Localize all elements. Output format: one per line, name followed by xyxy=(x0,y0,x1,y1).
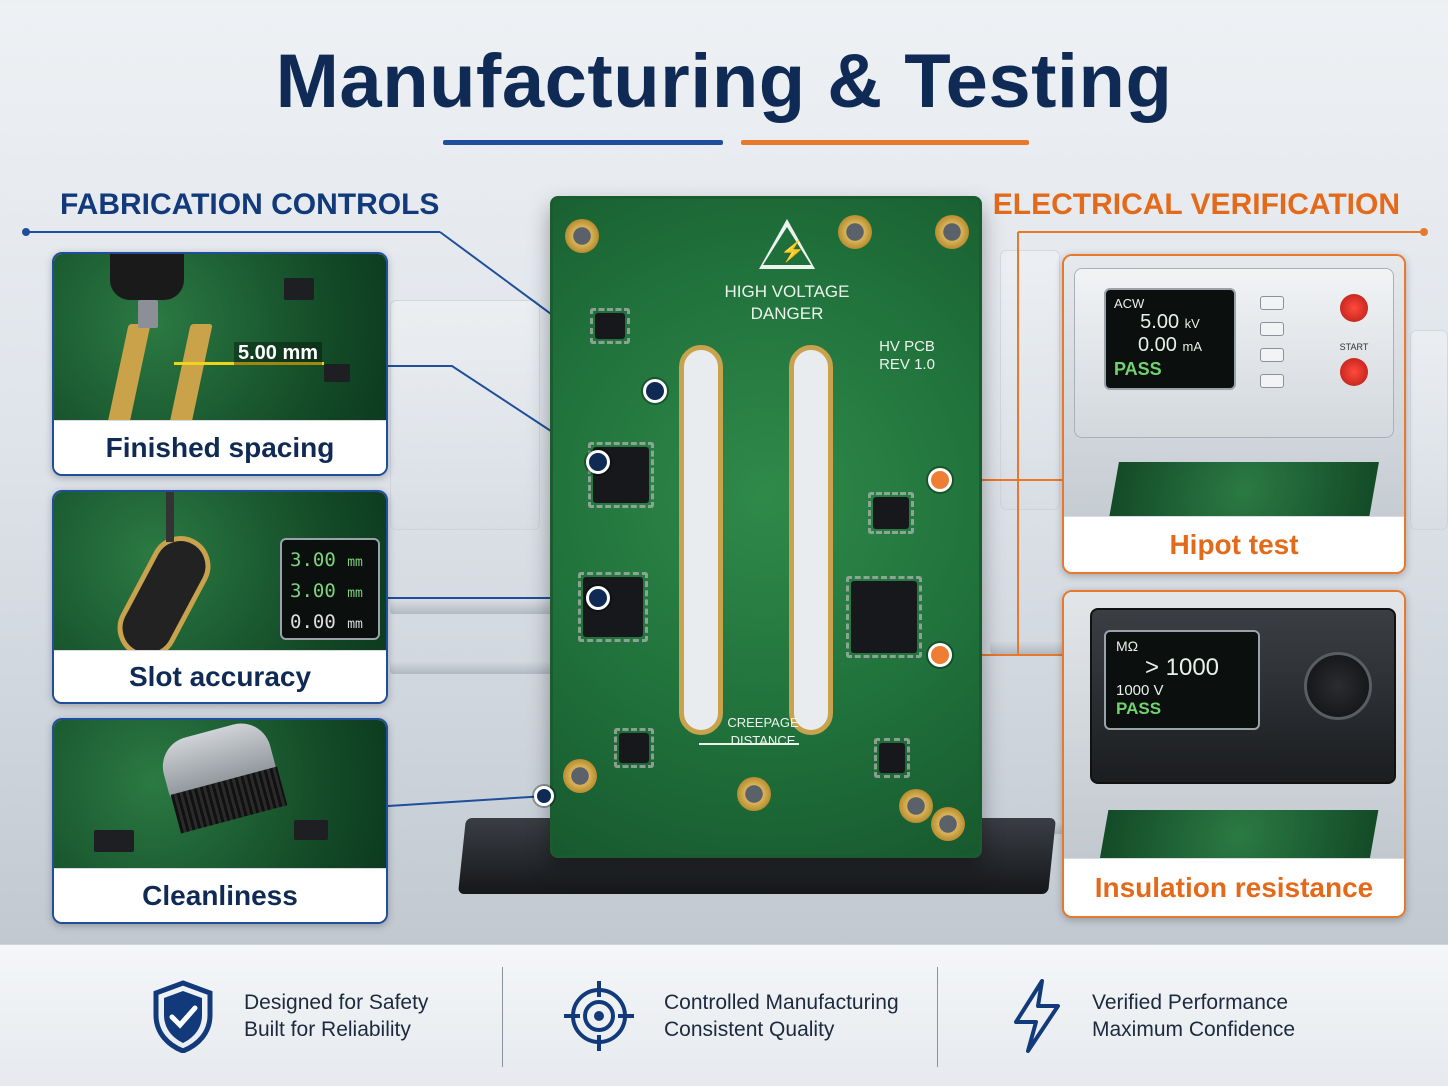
insulation-value: > 1000 xyxy=(1144,654,1220,681)
callout-dot-spacing xyxy=(643,379,667,403)
hipot-button[interactable] xyxy=(1260,348,1284,362)
insulation-resistance-card: MΩ > 1000 1000 V PASS Insulation resista… xyxy=(1062,590,1406,918)
callout-dot-slot xyxy=(586,586,610,610)
spacing-measure-label: 5.00 mm xyxy=(234,342,323,365)
title-underline-blue xyxy=(443,140,723,145)
insulation-test-voltage: 1000 V xyxy=(1116,682,1164,699)
footer-divider xyxy=(502,967,503,1067)
cleaning-photo xyxy=(54,720,386,872)
footer-bar: Designed for Safety Built for Reliabilit… xyxy=(0,944,1448,1086)
callout-dot-insulation xyxy=(928,643,952,667)
ic-chip xyxy=(614,728,654,768)
footer-item-safety: Designed for Safety Built for Reliabilit… xyxy=(150,945,428,1086)
callout-dot-spacing-2 xyxy=(586,450,610,474)
hv-pcb-board: ⚡ HIGH VOLTAGE DANGER HV PCB REV 1.0 CRE… xyxy=(550,196,982,858)
slot-accuracy-card: 3.00 mm 3.00 mm 0.00 mm Slot accuracy xyxy=(52,490,388,704)
target-icon xyxy=(564,981,634,1051)
footer-item-manufacturing: Controlled Manufacturing Consistent Qual… xyxy=(562,945,899,1086)
slot-accuracy-caption: Slot accuracy xyxy=(54,650,386,702)
isolation-slot-right xyxy=(789,345,833,735)
hipot-display: ACW 5.00 kV 0.00 mA PASS xyxy=(1104,288,1236,390)
hipot-button[interactable] xyxy=(1260,374,1284,388)
warning-bolt-icon: ⚡ xyxy=(780,241,805,263)
hipot-tester-photo: ACW 5.00 kV 0.00 mA PASS START xyxy=(1064,256,1404,518)
lightning-icon xyxy=(1014,979,1060,1053)
mounting-hole xyxy=(931,807,965,841)
callout-dot-cleanliness xyxy=(534,786,554,806)
warning-text-line1: HIGH VOLTAGE xyxy=(724,282,850,301)
start-button[interactable] xyxy=(1340,358,1368,386)
board-label-line2: REV 1.0 xyxy=(879,356,935,373)
hipot-test-caption: Hipot test xyxy=(1064,516,1404,572)
insulation-tester-photo: MΩ > 1000 1000 V PASS xyxy=(1064,592,1404,860)
slot-readout: 3.00 mm 3.00 mm 0.00 mm xyxy=(280,538,380,640)
ic-chip xyxy=(590,308,630,344)
creepage-label-line2: DISTANCE xyxy=(730,733,796,748)
hipot-button[interactable] xyxy=(1260,296,1284,310)
fabrication-controls-heading: FABRICATION CONTROLS xyxy=(60,188,440,221)
creepage-arrow-icon xyxy=(699,743,799,745)
slot-reading-3: 0.00 mm xyxy=(290,611,363,633)
hipot-mode: ACW xyxy=(1114,296,1145,311)
mounting-hole xyxy=(565,219,599,253)
footer-divider xyxy=(937,967,938,1067)
footer-item-performance: Verified Performance Maximum Confidence xyxy=(1010,945,1295,1086)
hipot-button[interactable] xyxy=(1260,322,1284,336)
stop-button[interactable] xyxy=(1340,294,1368,322)
footer-manufacturing-text: Controlled Manufacturing Consistent Qual… xyxy=(664,990,899,1041)
footer-performance-text: Verified Performance Maximum Confidence xyxy=(1092,990,1296,1041)
finished-spacing-caption: Finished spacing xyxy=(54,420,386,474)
mounting-hole xyxy=(737,777,771,811)
creepage-label-line1: CREEPAGE xyxy=(727,715,799,730)
footer-safety-text: Designed for Safety Built for Reliabilit… xyxy=(244,990,429,1041)
title-underline-orange xyxy=(741,140,1029,145)
page-title: Manufacturing & Testing xyxy=(275,39,1173,124)
insulation-status: PASS xyxy=(1116,699,1162,718)
mounting-hole xyxy=(899,789,933,823)
mounting-hole xyxy=(563,759,597,793)
mounting-hole xyxy=(935,215,969,249)
slot-reading-2: 3.00 mm xyxy=(290,580,363,602)
start-label: START xyxy=(1339,342,1369,352)
cleanliness-caption: Cleanliness xyxy=(54,868,386,922)
slot-photo: 3.00 mm 3.00 mm 0.00 mm xyxy=(54,492,386,669)
insulation-display: MΩ > 1000 1000 V PASS xyxy=(1104,630,1260,730)
hipot-test-card: ACW 5.00 kV 0.00 mA PASS START Hipot tes… xyxy=(1062,254,1406,574)
isolation-slot-left xyxy=(679,345,723,735)
finished-spacing-card: 5.00 mm Finished spacing xyxy=(52,252,388,476)
board-label-line1: HV PCB xyxy=(879,338,935,355)
ic-chip xyxy=(868,492,914,534)
callout-dot-hipot xyxy=(928,468,952,492)
insulation-unit: MΩ xyxy=(1116,638,1139,654)
range-dial[interactable] xyxy=(1304,652,1372,720)
mounting-hole xyxy=(838,215,872,249)
insulation-resistance-caption: Insulation resistance xyxy=(1064,858,1404,916)
spacing-dimension-arrow xyxy=(174,362,324,365)
slot-reading-1: 3.00 mm xyxy=(290,549,363,571)
hipot-status: PASS xyxy=(1114,359,1162,379)
ic-chip xyxy=(846,576,922,658)
electrical-verification-heading: ELECTRICAL VERIFICATION xyxy=(992,188,1400,221)
shield-check-icon xyxy=(153,980,213,1053)
spacing-photo: 5.00 mm xyxy=(54,254,386,424)
warning-text-line2: DANGER xyxy=(750,304,824,323)
ic-chip xyxy=(874,738,910,778)
cleanliness-card: Cleanliness xyxy=(52,718,388,924)
hipot-current: 0.00 mA xyxy=(1138,334,1202,356)
test-pcb xyxy=(1109,462,1379,518)
hipot-voltage: 5.00 kV xyxy=(1140,311,1200,333)
test-pcb xyxy=(1099,810,1379,860)
